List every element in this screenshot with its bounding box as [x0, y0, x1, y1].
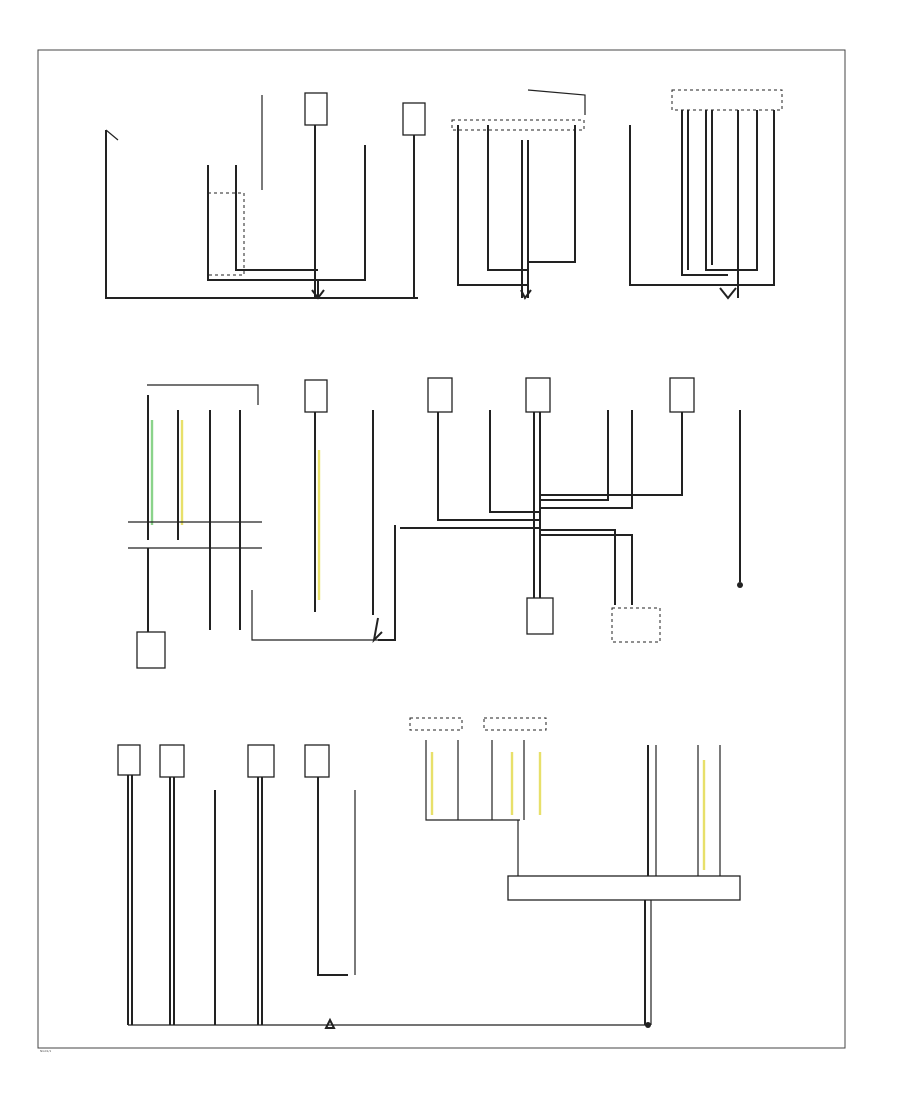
component-box — [247, 744, 275, 778]
component-box — [402, 102, 426, 136]
connector-outline — [671, 89, 783, 111]
component-box — [117, 744, 141, 776]
component-box — [159, 744, 185, 778]
ground-terminal — [737, 582, 743, 588]
middle-row-circuits — [128, 377, 743, 669]
diagram-frame — [37, 49, 846, 1049]
bottom-row-circuits — [117, 717, 741, 1029]
connector-outline — [611, 607, 661, 643]
component-box — [669, 377, 695, 413]
top-row-circuits — [105, 89, 783, 300]
connector-outline — [483, 717, 547, 731]
component-box — [304, 92, 328, 126]
connector-outline — [451, 119, 585, 131]
component-box — [427, 377, 453, 413]
component-box — [525, 377, 551, 413]
component-box — [136, 631, 166, 669]
component-box — [304, 744, 330, 778]
connector-outline — [409, 717, 463, 731]
page-code: NG01/1 — [40, 1049, 51, 1053]
ground-terminal — [645, 1022, 651, 1028]
component-box — [526, 597, 554, 635]
switch-assembly — [207, 192, 245, 276]
connector-block — [507, 875, 741, 901]
component-box — [304, 379, 328, 413]
